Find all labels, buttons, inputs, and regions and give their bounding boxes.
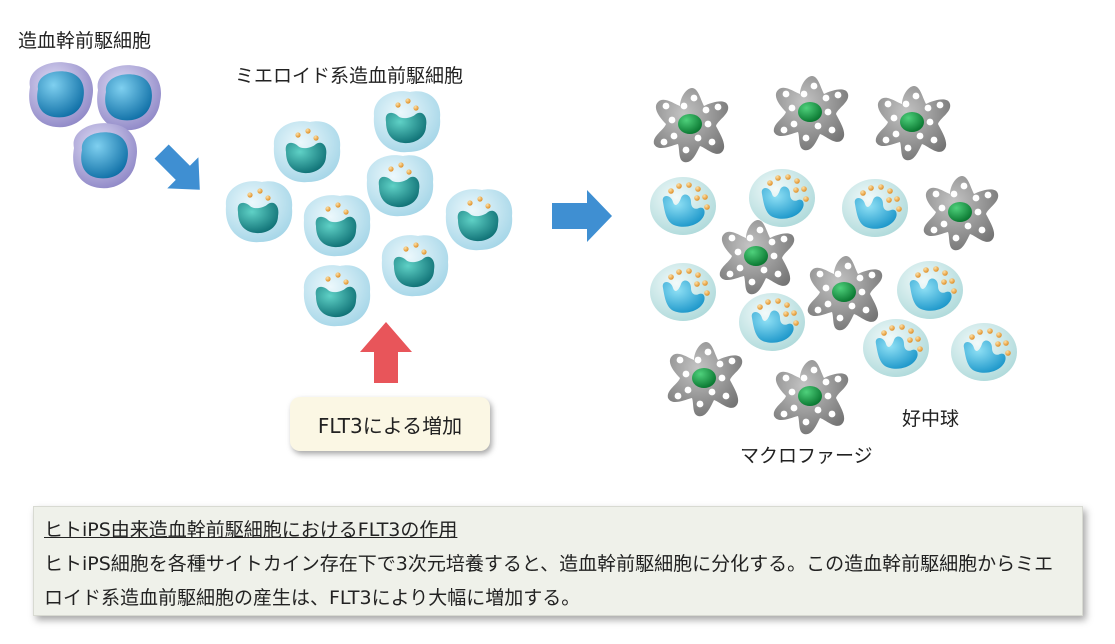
- macrophage-cell: [808, 256, 882, 330]
- flt3-increase-label: FLT3による増加: [318, 410, 462, 439]
- myeloid-progenitor-cell: [274, 121, 340, 182]
- arrow-hsc-to-myeloid: [146, 136, 215, 205]
- macrophage-cell: [876, 86, 950, 160]
- myeloid-progenitor-cell: [304, 265, 370, 326]
- hsc-cell: [73, 123, 137, 188]
- caption-box: ヒトiPS由来造血幹前駆細胞におけるFLT3の作用 ヒトiPS細胞を各種サイトカ…: [33, 506, 1083, 616]
- myeloid-progenitor-cell: [374, 91, 440, 152]
- caption-body: ヒトiPS細胞を各種サイトカイン存在下で3次元培養すると、造血幹前駆細胞に分化す…: [44, 547, 1072, 615]
- myeloid-progenitor-cell: [446, 189, 512, 250]
- neutrophil-cell: [842, 179, 908, 237]
- arrow-flt3-increase: [360, 322, 412, 383]
- myeloid-progenitor-cell: [367, 155, 433, 216]
- hsc-cell: [97, 65, 161, 130]
- neutrophil-cell: [650, 263, 716, 321]
- neutrophil-cell: [739, 293, 805, 351]
- neutrophil-cell: [897, 261, 963, 319]
- arrow-myeloid-to-mature: [552, 190, 612, 242]
- myeloid-progenitor-cell: [304, 195, 370, 256]
- macrophage-cell: [924, 176, 998, 250]
- macrophage-cell: [720, 220, 794, 294]
- neutrophil-cell: [749, 169, 815, 227]
- neutrophil-cell: [650, 177, 716, 235]
- neutrophil-cell: [951, 323, 1017, 381]
- myeloid-progenitor-cell: [382, 235, 448, 296]
- hsc-cell: [29, 62, 93, 127]
- macrophage-cell: [668, 342, 742, 416]
- macrophage-cell: [654, 88, 728, 162]
- differentiation-diagram: [0, 0, 1115, 500]
- macrophage-cell: [774, 360, 848, 434]
- myeloid-progenitor-cell: [226, 181, 292, 242]
- macrophage-cell: [774, 76, 848, 150]
- flt3-increase-badge: FLT3による増加: [290, 397, 490, 451]
- caption-title: ヒトiPS由来造血幹前駆細胞におけるFLT3の作用: [44, 513, 1072, 547]
- neutrophil-cell: [863, 319, 929, 377]
